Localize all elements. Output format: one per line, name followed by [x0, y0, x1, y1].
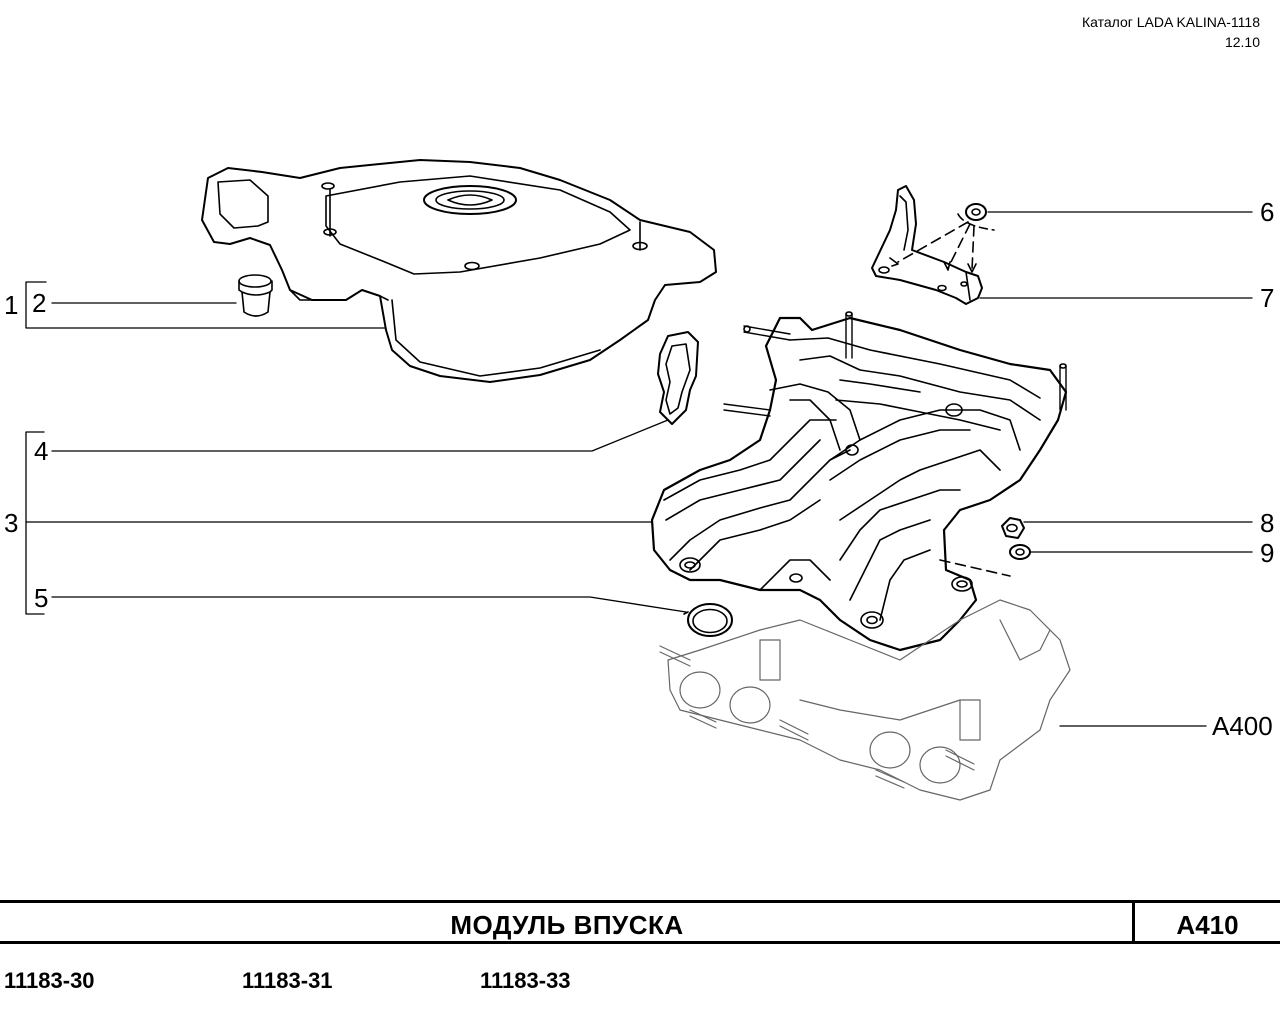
callout-3: 3: [4, 508, 19, 538]
intake-manifold-drawing: [650, 311, 1068, 652]
gasket-drawing: [657, 331, 699, 425]
o-ring-drawing: [683, 603, 733, 637]
callout-6: 6: [1260, 197, 1275, 227]
engine-cover-drawing: [201, 159, 717, 383]
bracket-drawing: [871, 185, 995, 305]
page-title: МОДУЛЬ ВПУСКА: [450, 910, 684, 940]
catalog-header: Каталог LADA KALINA-1118 12.10: [1082, 12, 1260, 52]
catalog-date: 12.10: [1224, 34, 1260, 50]
model-code-3: 11183-33: [480, 968, 571, 993]
catalog-title: Каталог LADA KALINA-1118: [1081, 14, 1260, 30]
nut-washer-drawing: [1001, 517, 1031, 560]
callout-5: 5: [34, 583, 49, 613]
page-code: A410: [1176, 910, 1239, 940]
callout-a400: A400: [1212, 711, 1273, 741]
callout-4: 4: [34, 436, 49, 466]
callout-9: 9: [1260, 538, 1275, 568]
exploded-parts-diagram: [25, 159, 1253, 801]
callout-8: 8: [1260, 508, 1275, 538]
leader-lines: [25, 211, 1253, 727]
model-code-1: 11183-30: [4, 968, 95, 993]
callout-2: 2: [32, 288, 47, 318]
title-bar: МОДУЛЬ ВПУСКА A410: [0, 900, 1280, 944]
model-code-2: 11183-31: [242, 968, 333, 993]
title-divider: [1132, 903, 1135, 941]
plug-drawing: [238, 274, 273, 317]
cylinder-head-reference-drawing: [659, 599, 1071, 801]
callout-1: 1: [4, 290, 19, 320]
callout-7: 7: [1260, 283, 1275, 313]
